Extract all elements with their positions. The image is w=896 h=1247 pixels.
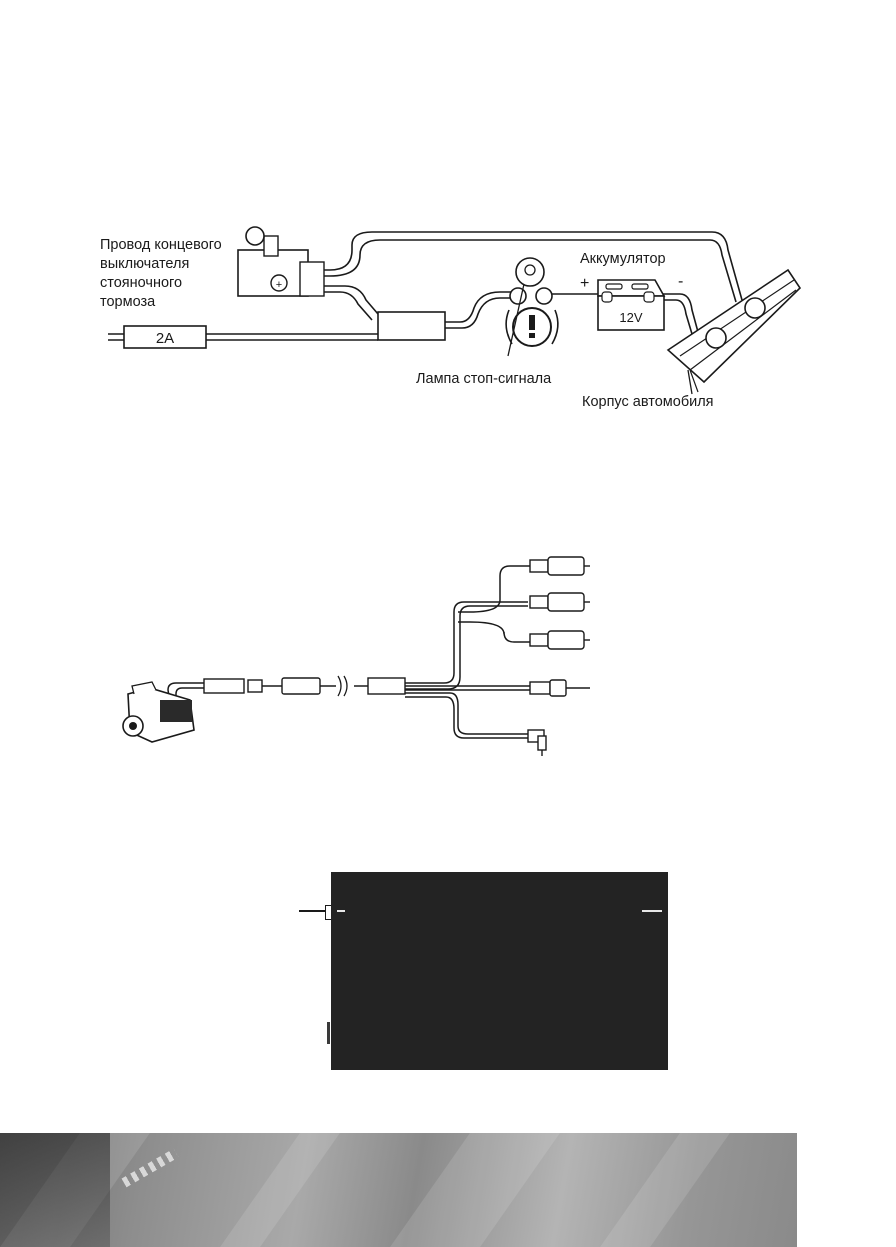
warning-icon: [529, 315, 535, 330]
splitter-block: [367, 677, 406, 695]
battery-label: Аккумулятор: [580, 251, 666, 267]
parking-brake-wire-label-1: Провод концевого: [100, 237, 222, 253]
antenna-plug: [529, 679, 590, 697]
footer-photo-band: [0, 1133, 797, 1247]
brake-lamp-label: Лампа стоп-сигнала: [416, 371, 552, 387]
plus-sign: +: [580, 275, 590, 292]
rear-camera: [122, 681, 195, 743]
fuse-label: 2A: [156, 330, 174, 347]
switch-knob-icon: [245, 226, 265, 246]
minus-sign: -: [678, 273, 684, 290]
rca-plug-2: [529, 592, 590, 612]
screen-edge-mark: [327, 1022, 330, 1044]
pointer-line: [299, 910, 325, 912]
svg-text:+: +: [276, 279, 282, 291]
inline-connector: [281, 677, 321, 695]
pointer-bracket: [325, 905, 331, 920]
screen-marker-right: [642, 910, 662, 912]
control-module: [377, 311, 446, 341]
screen-marker-left: [337, 910, 345, 912]
wire-top-loop: [238, 231, 743, 301]
wiring-diagram: + 12V 2A: [108, 226, 802, 395]
plus-terminal-icon: [270, 274, 288, 292]
battery-voltage-label: 12V: [619, 310, 642, 325]
car-body: [666, 268, 802, 395]
ground-bolt-icon: [744, 297, 766, 319]
rca-plug-3: [529, 630, 590, 650]
parking-brake-wire-label-3: стояночного: [100, 275, 183, 291]
camera-plug: [203, 678, 245, 694]
parking-brake-wire-label-2: выключателя: [100, 256, 190, 272]
jack-plug: [527, 729, 547, 756]
brake-lamp: [505, 257, 559, 357]
display-screen: [331, 872, 668, 1070]
car-body-label: Корпус автомобиля: [582, 394, 714, 410]
parking-brake-wire-label-4: тормоза: [100, 294, 156, 310]
camera-cable-diagram: [122, 556, 590, 756]
parking-brake-switch: +: [237, 226, 325, 297]
rca-plug-1: [529, 556, 590, 576]
fuse: [123, 325, 207, 349]
battery: [597, 279, 666, 331]
